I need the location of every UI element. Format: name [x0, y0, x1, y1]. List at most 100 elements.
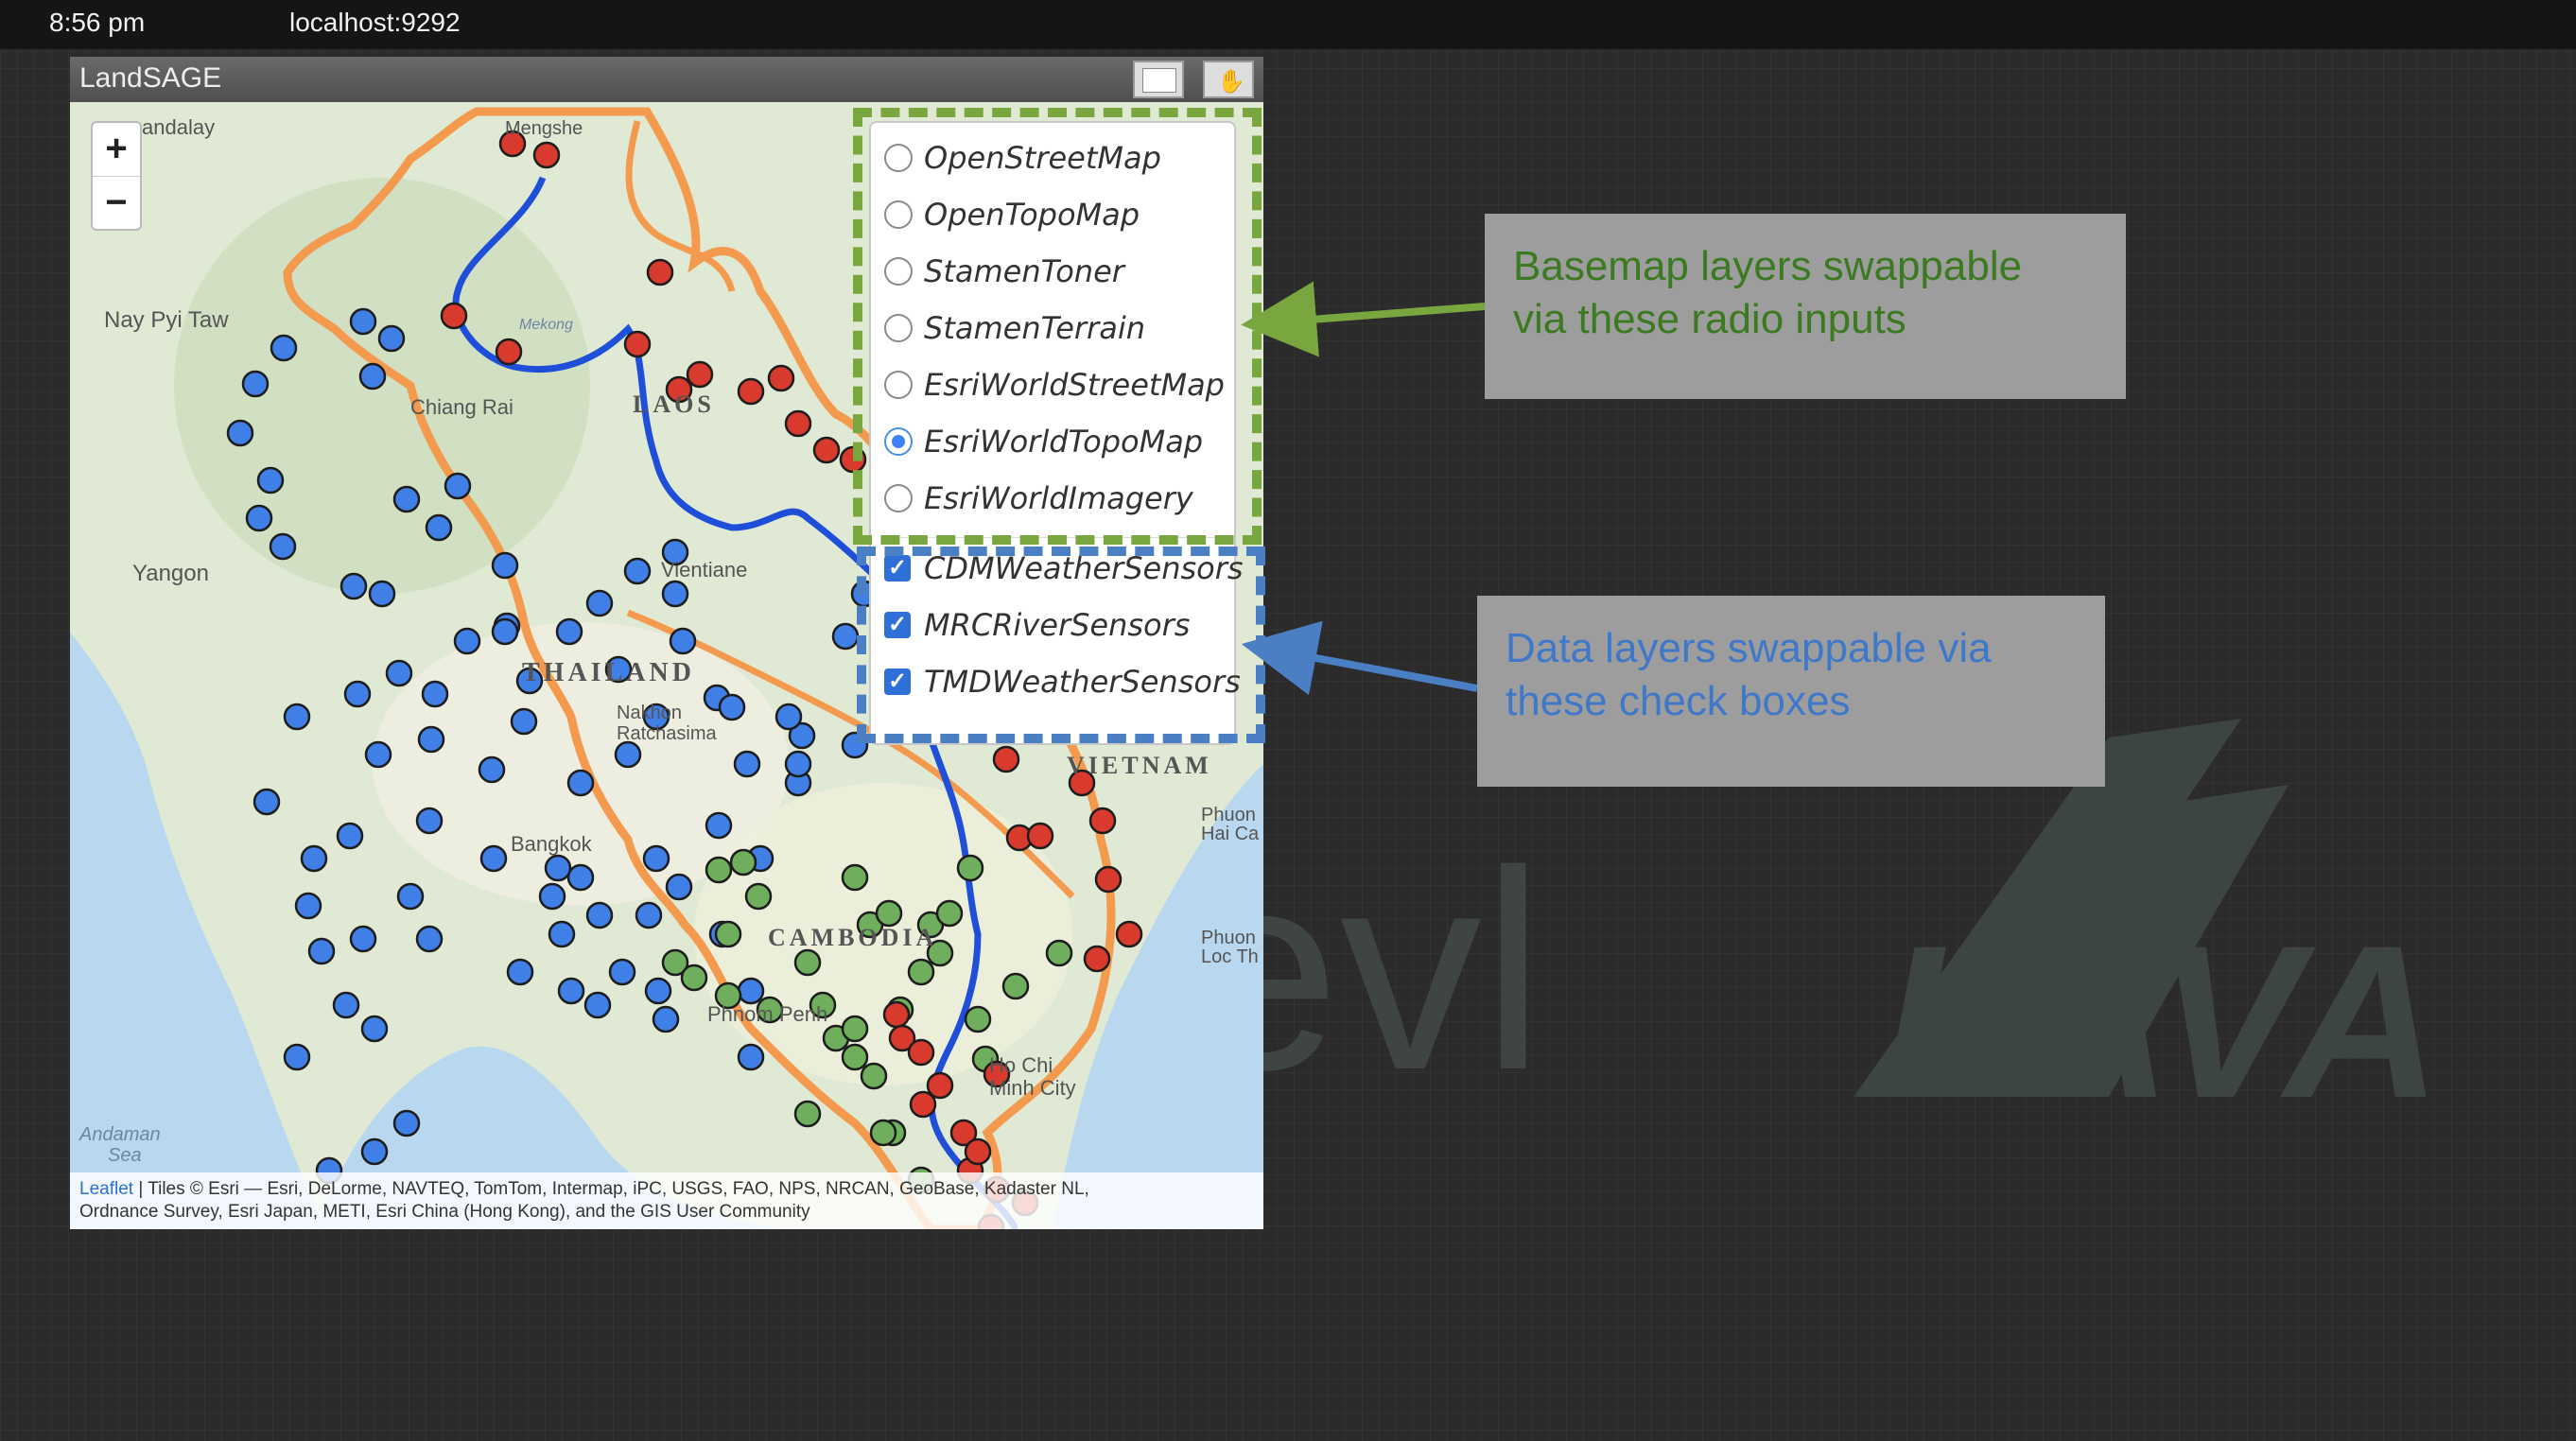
- sensor-marker-green[interactable]: [809, 991, 837, 1019]
- radio-input-selected[interactable]: [884, 427, 913, 456]
- leaflet-map[interactable]: andalay Mengshe Nay Pyi Taw Chiang Rai L…: [70, 102, 1263, 1229]
- sensor-marker-green[interactable]: [956, 854, 984, 882]
- sensor-marker-green[interactable]: [1045, 939, 1073, 967]
- sensor-marker-green[interactable]: [793, 948, 822, 977]
- sensor-marker-blue[interactable]: [544, 854, 572, 882]
- sensor-marker-red[interactable]: [767, 364, 795, 392]
- window-titlebar[interactable]: LandSAGE ✋: [70, 57, 1263, 102]
- sensor-marker-blue[interactable]: [392, 1109, 421, 1137]
- sensor-marker-blue[interactable]: [608, 958, 636, 986]
- sensor-marker-blue[interactable]: [368, 580, 396, 608]
- sensor-marker-blue[interactable]: [252, 788, 281, 816]
- sensor-marker-green[interactable]: [793, 1100, 822, 1128]
- sensor-marker-red[interactable]: [812, 436, 841, 464]
- basemap-option-openstreetmap[interactable]: OpenStreetMap: [884, 134, 1161, 182]
- sensor-marker-blue[interactable]: [661, 538, 689, 566]
- leaflet-link[interactable]: Leaflet: [79, 1179, 134, 1199]
- sensor-marker-blue[interactable]: [604, 655, 633, 684]
- checkbox-checked[interactable]: ✓: [884, 668, 911, 695]
- sensor-marker-blue[interactable]: [226, 419, 254, 447]
- sensor-marker-green[interactable]: [680, 964, 708, 992]
- sensor-marker-blue[interactable]: [256, 466, 285, 495]
- sensor-marker-blue[interactable]: [307, 937, 336, 965]
- sensor-marker-blue[interactable]: [784, 750, 812, 778]
- sensor-marker-green[interactable]: [860, 1062, 888, 1090]
- sensor-marker-blue[interactable]: [336, 822, 364, 850]
- radio-input[interactable]: [884, 200, 913, 229]
- sensor-marker-blue[interactable]: [300, 844, 328, 873]
- sensor-marker-blue[interactable]: [775, 703, 803, 731]
- sensor-marker-blue[interactable]: [241, 370, 270, 398]
- fullscreen-button[interactable]: [1133, 61, 1184, 98]
- sensor-marker-red[interactable]: [882, 1000, 911, 1029]
- sensor-marker-blue[interactable]: [665, 873, 693, 901]
- sensor-marker-red[interactable]: [992, 745, 1020, 773]
- sensor-marker-blue[interactable]: [453, 627, 481, 655]
- sensor-marker-blue[interactable]: [557, 977, 585, 1005]
- sensor-marker-red[interactable]: [839, 445, 867, 474]
- sensor-marker-red[interactable]: [737, 377, 765, 406]
- sensor-marker-blue[interactable]: [705, 811, 733, 840]
- sensor-marker-red[interactable]: [1026, 822, 1054, 850]
- sensor-marker-red[interactable]: [1083, 945, 1111, 973]
- sensor-marker-blue[interactable]: [623, 557, 652, 585]
- sensor-marker-red[interactable]: [926, 1071, 954, 1100]
- sensor-marker-green[interactable]: [935, 899, 964, 928]
- sensor-marker-red[interactable]: [907, 1038, 935, 1067]
- sensor-marker-red[interactable]: [440, 302, 468, 330]
- sensor-marker-red[interactable]: [949, 1119, 978, 1147]
- sensor-marker-blue[interactable]: [491, 617, 519, 646]
- sensor-marker-green[interactable]: [841, 1043, 869, 1071]
- sensor-marker-blue[interactable]: [385, 659, 413, 687]
- sensor-marker-blue[interactable]: [614, 740, 642, 769]
- sensor-marker-blue[interactable]: [661, 580, 689, 608]
- sensor-marker-blue[interactable]: [585, 901, 614, 929]
- sensor-marker-blue[interactable]: [737, 1043, 765, 1071]
- radio-input[interactable]: [884, 371, 913, 399]
- sensor-marker-green[interactable]: [926, 939, 954, 967]
- sensor-marker-blue[interactable]: [642, 844, 670, 873]
- sensor-marker-red[interactable]: [964, 1137, 992, 1166]
- sensor-marker-green[interactable]: [841, 863, 869, 892]
- sensor-marker-blue[interactable]: [425, 513, 453, 542]
- sensor-marker-blue[interactable]: [491, 551, 519, 580]
- sensor-marker-green[interactable]: [744, 882, 773, 911]
- sensor-marker-blue[interactable]: [396, 882, 425, 911]
- sensor-marker-red[interactable]: [1088, 807, 1117, 835]
- sensor-marker-blue[interactable]: [652, 1005, 680, 1033]
- sensor-marker-blue[interactable]: [566, 769, 595, 797]
- overlay-option-tmdweathersensors[interactable]: ✓ TMDWeatherSensors: [884, 658, 1241, 705]
- basemap-option-stamenterrain[interactable]: StamenTerrain: [884, 304, 1145, 352]
- pan-button[interactable]: ✋: [1203, 61, 1254, 98]
- sensor-marker-blue[interactable]: [339, 572, 368, 600]
- basemap-option-opentopomap[interactable]: OpenTopoMap: [884, 191, 1140, 238]
- sensor-marker-blue[interactable]: [415, 807, 444, 835]
- sensor-marker-green[interactable]: [714, 981, 742, 1010]
- sensor-marker-red[interactable]: [495, 338, 523, 366]
- sensor-marker-blue[interactable]: [566, 863, 595, 892]
- sensor-marker-blue[interactable]: [718, 693, 746, 721]
- sensor-marker-blue[interactable]: [364, 740, 392, 769]
- sensor-marker-red[interactable]: [623, 330, 652, 358]
- sensor-marker-blue[interactable]: [421, 680, 449, 708]
- sensor-marker-green[interactable]: [1001, 972, 1030, 1000]
- sensor-marker-blue[interactable]: [669, 627, 697, 655]
- sensor-marker-blue[interactable]: [415, 925, 444, 953]
- sensor-marker-blue[interactable]: [515, 667, 544, 695]
- sensor-marker-blue[interactable]: [831, 622, 860, 651]
- sensor-marker-green[interactable]: [714, 920, 742, 948]
- radio-input[interactable]: [884, 314, 913, 342]
- sensor-marker-red[interactable]: [665, 375, 693, 404]
- sensor-marker-blue[interactable]: [360, 1137, 389, 1166]
- sensor-marker-blue[interactable]: [548, 920, 576, 948]
- sensor-marker-red[interactable]: [532, 141, 561, 169]
- sensor-marker-blue[interactable]: [788, 721, 816, 750]
- sensor-marker-blue[interactable]: [245, 504, 273, 532]
- sensor-marker-red[interactable]: [888, 1024, 916, 1052]
- sensor-marker-blue[interactable]: [635, 901, 663, 929]
- sensor-marker-red[interactable]: [909, 1090, 937, 1119]
- sensor-marker-blue[interactable]: [270, 334, 298, 362]
- sensor-marker-blue[interactable]: [349, 925, 377, 953]
- checkbox-checked[interactable]: ✓: [884, 555, 911, 582]
- sensor-marker-blue[interactable]: [479, 844, 508, 873]
